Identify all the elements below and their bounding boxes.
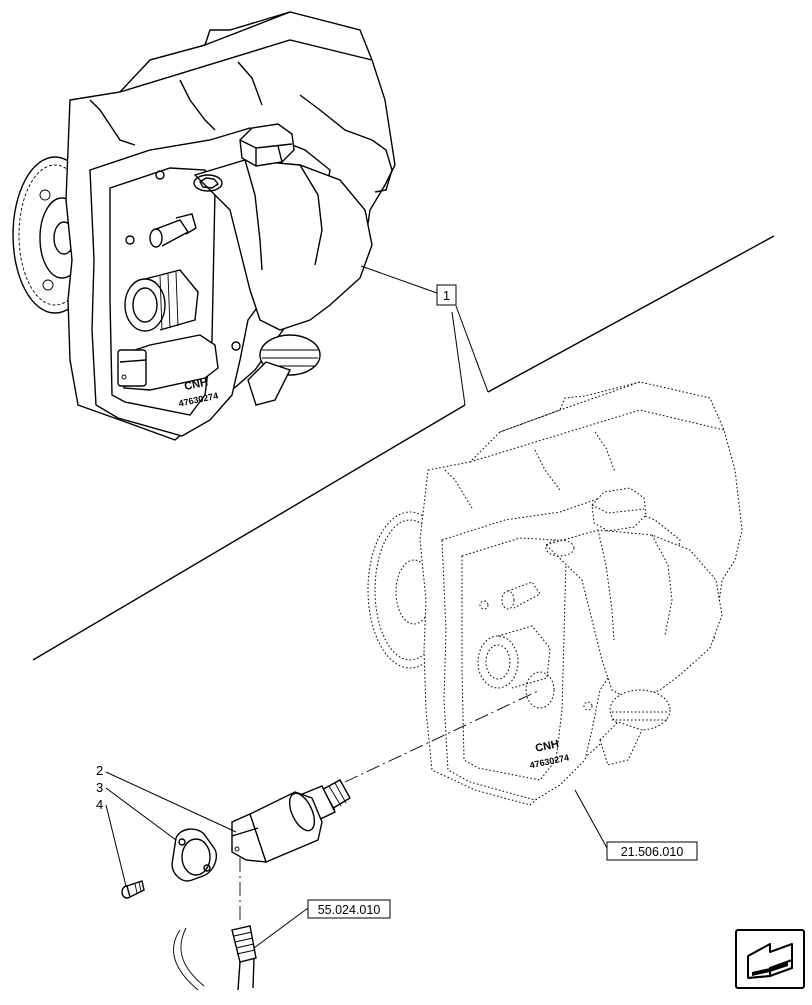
callout-1-label: 1 <box>443 288 450 303</box>
threaded-port <box>124 269 199 332</box>
harness-connector <box>173 925 257 991</box>
section-dividers <box>32 235 775 661</box>
callout-2-label: 2 <box>96 763 103 778</box>
ref-55-024-010-label: 55.024.010 <box>318 903 381 917</box>
callout-3: 3 <box>96 780 177 841</box>
callout-2: 2 <box>96 763 237 833</box>
phantom-housing: CNH 47630274 <box>367 381 743 806</box>
small-fitting <box>149 213 197 248</box>
ref-21-506-010-label: 21.506.010 <box>621 845 684 859</box>
brand-mark: CNH <box>183 376 209 393</box>
screw <box>121 880 145 899</box>
assembly-centerline <box>344 689 541 783</box>
phantom-brand-mark: CNH <box>534 738 560 755</box>
callout-3-label: 3 <box>96 780 103 795</box>
ref-55-024-010[interactable]: 55.024.010 <box>253 899 391 949</box>
solenoid-valve <box>231 779 351 863</box>
lower-fitting <box>247 334 321 406</box>
ref-21-506-010[interactable]: 21.506.010 <box>574 789 698 861</box>
flange-plate <box>171 828 218 882</box>
next-page-arrow-icon[interactable] <box>735 929 805 989</box>
hex-plug <box>239 123 295 167</box>
callout-4-label: 4 <box>96 797 103 812</box>
callout-1: 1 <box>360 265 489 393</box>
valve-housing-assembly: CNH 47630274 <box>12 11 396 441</box>
callout-4: 4 <box>96 797 127 887</box>
installed-solenoid <box>117 334 219 391</box>
